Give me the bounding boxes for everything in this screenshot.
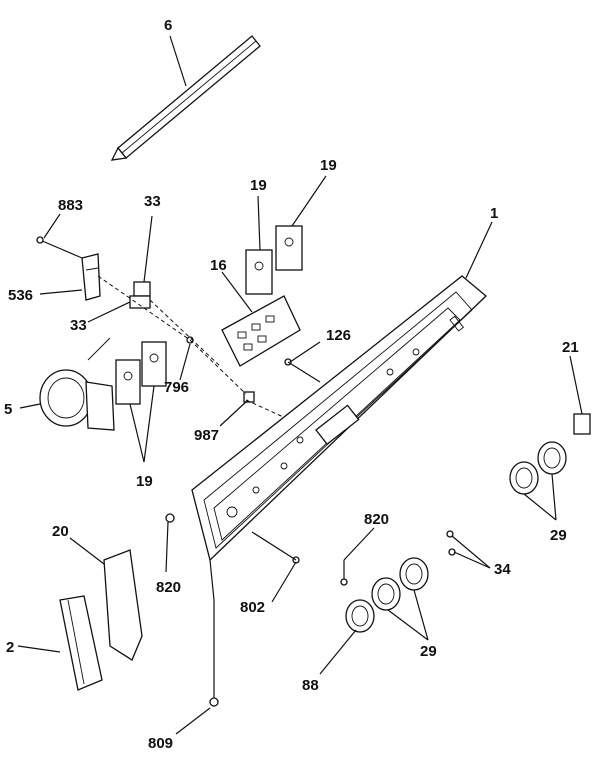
- callout-19-upper-left: 19: [250, 177, 267, 194]
- callout-5: 5: [4, 401, 12, 418]
- callout-809: 809: [148, 735, 173, 752]
- part-883-screw: [36, 236, 83, 259]
- callout-536: 536: [8, 287, 33, 304]
- callout-33-top: 33: [144, 193, 161, 210]
- part-21-bracket: [573, 413, 591, 435]
- callout-16: 16: [210, 257, 227, 274]
- part-6-rod: [110, 35, 261, 161]
- callout-29-right: 29: [550, 527, 567, 544]
- part-2-end-cap: [59, 595, 103, 691]
- part-33-clip: [129, 281, 151, 309]
- callout-820-right: 820: [364, 511, 389, 528]
- part-536-bracket: [81, 253, 101, 301]
- part-29-knobs-lower: [371, 557, 429, 611]
- part-5-timer: [39, 337, 115, 431]
- callout-34: 34: [494, 561, 511, 578]
- callout-987: 987: [194, 427, 219, 444]
- callout-2: 2: [6, 639, 14, 656]
- callout-126: 126: [326, 327, 351, 344]
- callout-820-left: 820: [156, 579, 181, 596]
- callout-20: 20: [52, 523, 69, 540]
- part-19-switch-lower: [115, 341, 167, 405]
- callout-802: 802: [240, 599, 265, 616]
- part-16-board: [221, 295, 301, 367]
- alignment-lines: [97, 275, 291, 421]
- part-20-bracket: [103, 513, 175, 661]
- part-19-switch-upper: [245, 225, 303, 295]
- callout-883: 883: [58, 197, 83, 214]
- leader-lines: [17, 35, 583, 735]
- callout-33-bottom: 33: [70, 317, 87, 334]
- part-34-screws: [446, 530, 456, 556]
- part-29-knobs-right: [509, 441, 567, 495]
- callout-1: 1: [490, 205, 498, 222]
- part-820-screws: [340, 560, 348, 586]
- part-88-knob: [345, 599, 375, 633]
- part-1-control-panel: [191, 275, 487, 601]
- callout-19-lower: 19: [136, 473, 153, 490]
- callout-796: 796: [164, 379, 189, 396]
- part-809-screw: [209, 600, 219, 707]
- callout-88: 88: [302, 677, 319, 694]
- callout-29-lower: 29: [420, 643, 437, 660]
- callout-6: 6: [164, 17, 172, 34]
- callout-21: 21: [562, 339, 579, 356]
- callout-19-upper-right: 19: [320, 157, 337, 174]
- part-802-screw: [251, 531, 300, 564]
